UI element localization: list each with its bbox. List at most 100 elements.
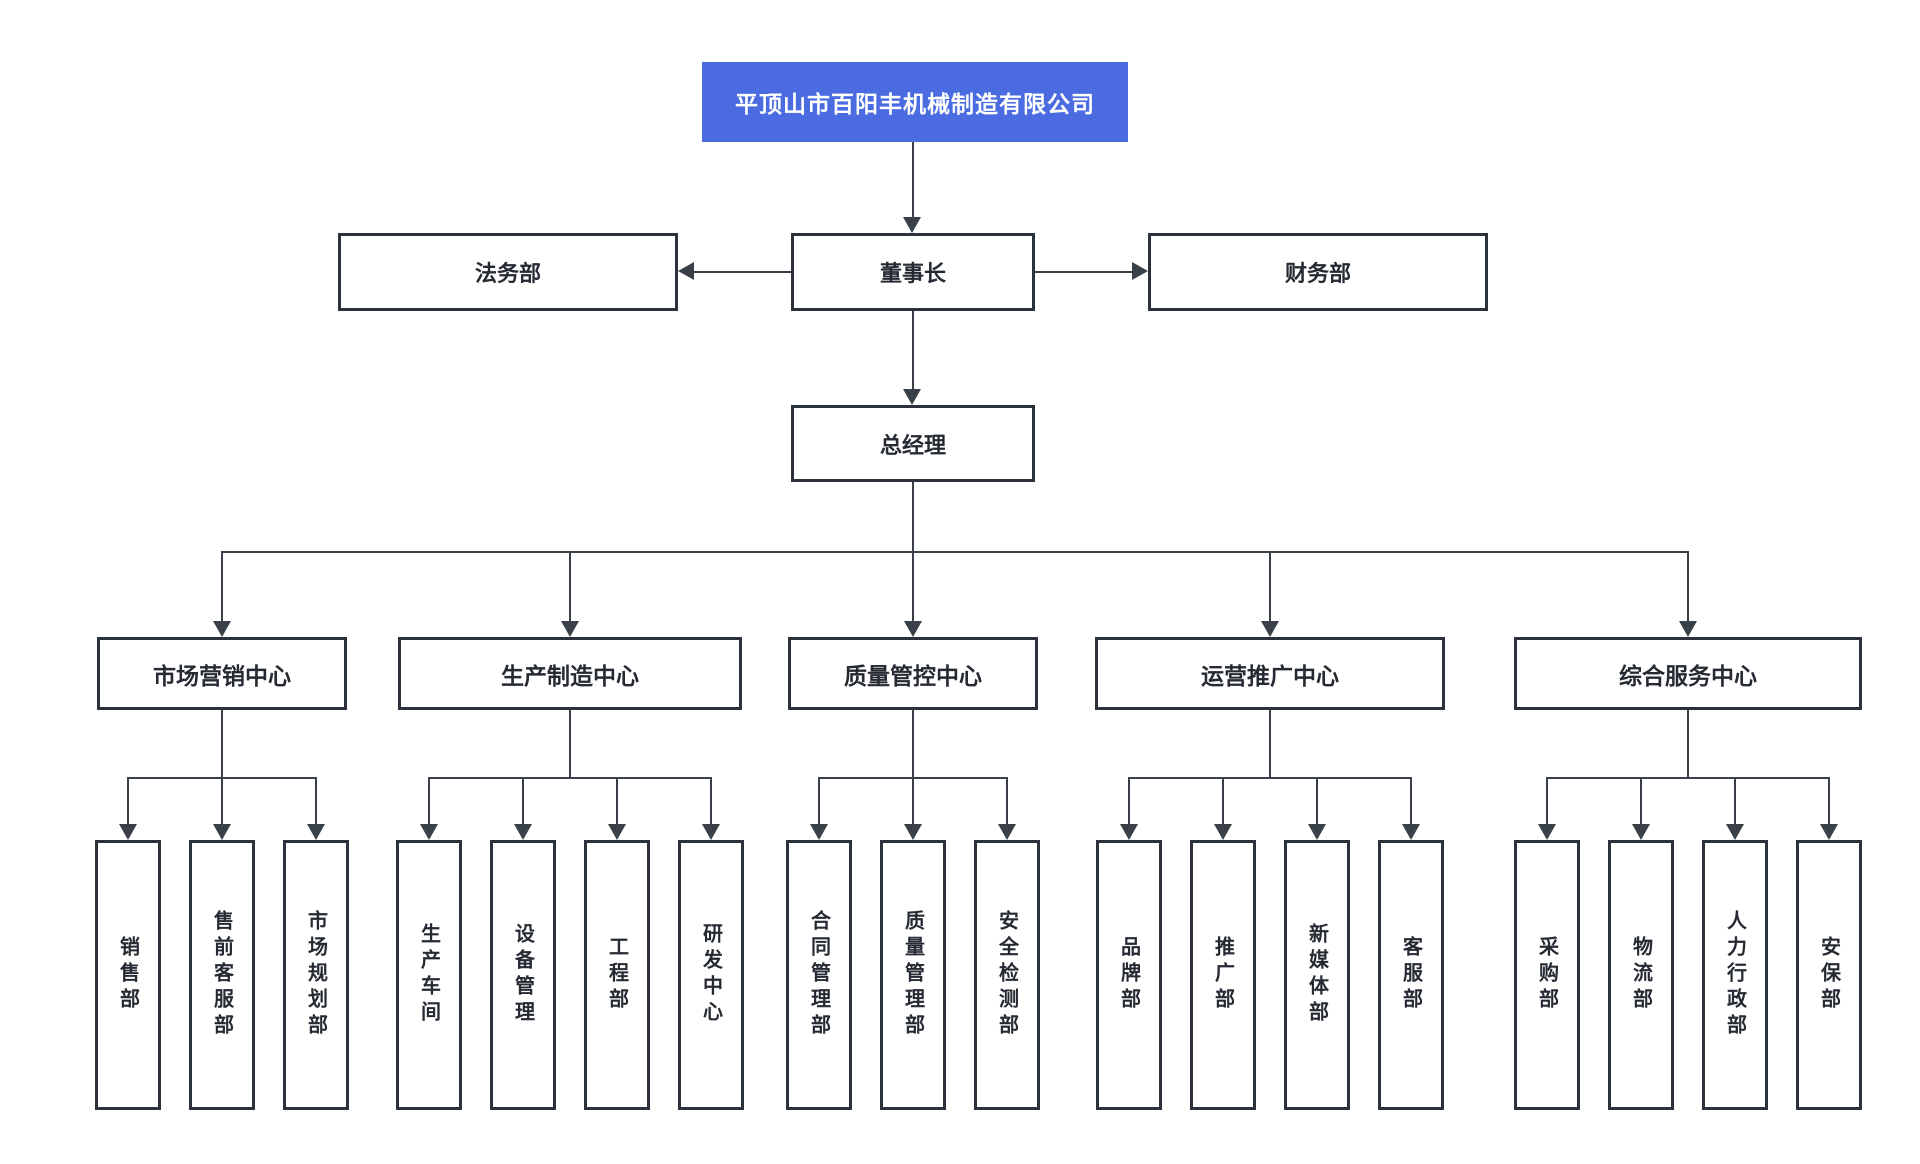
- arrowhead-down: [1261, 621, 1279, 637]
- org-node-legal-dept: 法务部: [338, 233, 678, 311]
- connector-vline: [1828, 779, 1830, 824]
- org-node-brand-dept: 品牌部: [1096, 840, 1162, 1110]
- org-node-services-center: 综合服务中心: [1514, 637, 1862, 710]
- node-label: 人力行政部: [1723, 910, 1746, 1040]
- arrowhead-down: [119, 824, 137, 840]
- connector-vline: [1316, 779, 1318, 824]
- arrowhead-down: [702, 824, 720, 840]
- connector-hline: [221, 551, 1689, 553]
- node-label: 董事长: [879, 261, 946, 286]
- arrowhead-left: [678, 262, 694, 280]
- org-node-contract-management-dept: 合同管理部: [786, 840, 852, 1110]
- node-label: 生产车间: [417, 923, 440, 1027]
- node-label: 法务部: [474, 261, 541, 286]
- org-node-marketing-center: 市场营销中心: [97, 637, 347, 710]
- node-label: 物流部: [1629, 936, 1652, 1014]
- connector-vline: [710, 779, 712, 824]
- org-node-safety-inspection-dept: 安全检测部: [974, 840, 1040, 1110]
- connector-vline: [912, 779, 914, 824]
- connector-vline: [912, 142, 914, 217]
- org-node-customer-service-dept: 客服部: [1378, 840, 1444, 1110]
- node-label: 财务部: [1284, 261, 1351, 286]
- org-node-production-center: 生产制造中心: [398, 637, 742, 710]
- arrowhead-down: [213, 824, 231, 840]
- org-node-hr-admin-dept: 人力行政部: [1702, 840, 1768, 1110]
- arrowhead-right: [1132, 262, 1148, 280]
- org-node-procurement-dept: 采购部: [1514, 840, 1580, 1110]
- org-node-quality-center: 质量管控中心: [788, 637, 1038, 710]
- connector-vline: [1006, 779, 1008, 824]
- connector-vline: [221, 553, 223, 621]
- connector-vline: [1269, 710, 1271, 777]
- node-label: 品牌部: [1117, 936, 1140, 1014]
- arrowhead-down: [903, 217, 921, 233]
- arrowhead-down: [514, 824, 532, 840]
- org-node-new-media-dept: 新媒体部: [1284, 840, 1350, 1110]
- org-node-general-manager: 总经理: [791, 405, 1035, 482]
- arrowhead-down: [608, 824, 626, 840]
- org-node-promotion-dept: 推广部: [1190, 840, 1256, 1110]
- node-label: 平顶山市百阳丰机械制造有限公司: [735, 91, 1095, 117]
- connector-vline: [428, 779, 430, 824]
- node-label: 新媒体部: [1305, 923, 1328, 1027]
- node-label: 设备管理: [511, 923, 534, 1027]
- arrowhead-down: [420, 824, 438, 840]
- node-label: 采购部: [1535, 936, 1558, 1014]
- org-node-engineering-dept: 工程部: [584, 840, 650, 1110]
- arrowhead-down: [1538, 824, 1556, 840]
- arrowhead-down: [904, 621, 922, 637]
- node-label: 总经理: [879, 432, 946, 458]
- arrowhead-down: [561, 621, 579, 637]
- connector-vline: [1687, 710, 1689, 777]
- connector-hline: [1546, 777, 1830, 779]
- arrowhead-down: [1726, 824, 1744, 840]
- arrowhead-down: [1632, 824, 1650, 840]
- node-label: 推广部: [1211, 936, 1234, 1014]
- arrowhead-down: [1308, 824, 1326, 840]
- org-node-operations-center: 运营推广中心: [1095, 637, 1445, 710]
- arrowhead-down: [903, 389, 921, 405]
- org-node-market-planning-dept: 市场规划部: [283, 840, 349, 1110]
- connector-vline: [569, 710, 571, 777]
- connector-hline: [818, 777, 1008, 779]
- connector-vline: [315, 779, 317, 824]
- connector-vline: [818, 779, 820, 824]
- org-node-company: 平顶山市百阳丰机械制造有限公司: [702, 62, 1128, 142]
- arrowhead-down: [307, 824, 325, 840]
- arrowhead-down: [904, 824, 922, 840]
- connector-vline: [127, 779, 129, 824]
- connector-vline: [912, 311, 914, 389]
- arrowhead-down: [1120, 824, 1138, 840]
- arrowhead-down: [810, 824, 828, 840]
- connector-hline: [127, 777, 317, 779]
- arrowhead-down: [1214, 824, 1232, 840]
- connector-vline: [1687, 553, 1689, 621]
- arrowhead-down: [1679, 621, 1697, 637]
- connector-vline: [1222, 779, 1224, 824]
- node-label: 市场规划部: [304, 910, 327, 1040]
- org-node-equipment-management: 设备管理: [490, 840, 556, 1110]
- node-label: 客服部: [1399, 936, 1422, 1014]
- node-label: 售前客服部: [210, 910, 233, 1040]
- node-label: 综合服务中心: [1619, 662, 1757, 689]
- arrowhead-down: [213, 621, 231, 637]
- node-label: 研发中心: [699, 923, 722, 1027]
- node-label: 合同管理部: [807, 910, 830, 1040]
- connector-vline: [1546, 779, 1548, 824]
- org-node-production-workshop: 生产车间: [396, 840, 462, 1110]
- node-label: 质量管控中心: [844, 662, 982, 689]
- node-label: 生产制造中心: [501, 662, 639, 689]
- connector-vline: [569, 553, 571, 621]
- connector-vline: [221, 710, 223, 777]
- arrowhead-down: [1402, 824, 1420, 840]
- connector-hline: [1128, 777, 1412, 779]
- connector-vline: [912, 710, 914, 777]
- node-label: 运营推广中心: [1201, 662, 1339, 689]
- connector-hline: [694, 271, 791, 273]
- node-label: 安保部: [1817, 936, 1840, 1014]
- org-node-quality-management-dept: 质量管理部: [880, 840, 946, 1110]
- arrowhead-down: [1820, 824, 1838, 840]
- arrowhead-down: [998, 824, 1016, 840]
- connector-vline: [616, 779, 618, 824]
- node-label: 质量管理部: [901, 910, 924, 1040]
